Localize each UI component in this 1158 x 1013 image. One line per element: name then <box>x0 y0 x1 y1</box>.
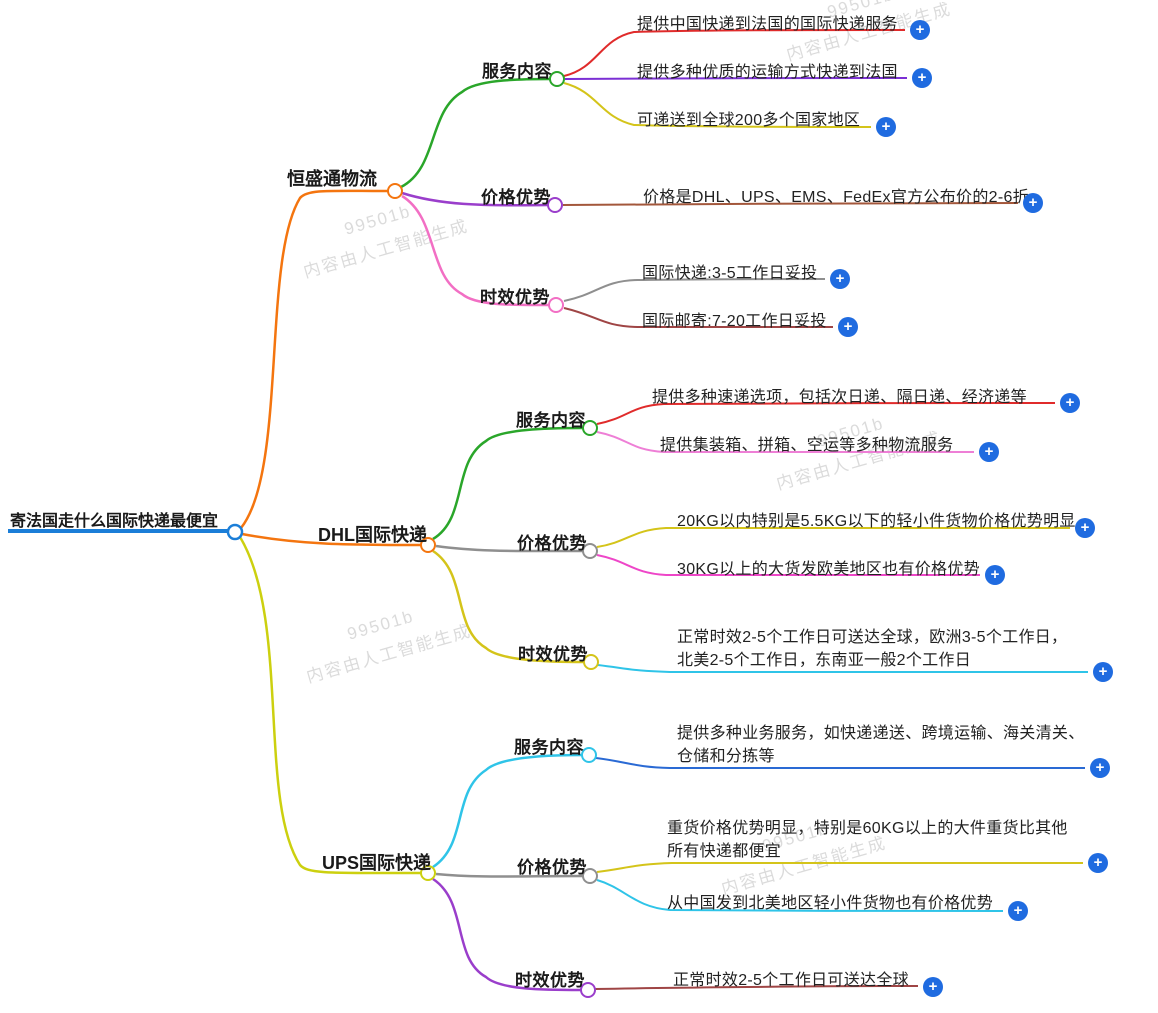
branch-line <box>401 194 550 307</box>
leaf-node[interactable]: 提供多种优质的运输方式快递到法国 <box>637 64 898 81</box>
leaf-node[interactable]: 正常时效2-5个工作日可送达全球，欧洲3-5个工作日， 北美2-5个工作日，东南… <box>677 629 1068 669</box>
node-circle[interactable] <box>549 71 565 87</box>
branch-line <box>240 189 389 529</box>
leaf-node[interactable]: 价格是DHL、UPS、EMS、FedEx官方公布价的2-6折 <box>643 189 1029 206</box>
node-circle[interactable] <box>582 420 598 436</box>
branch-ups-label[interactable]: UPS国际快递 <box>322 853 432 873</box>
leaf-line <box>562 202 1019 206</box>
leaf-node[interactable]: 正常时效2-5个工作日可送达全球 <box>673 972 909 989</box>
expand-button[interactable]: + <box>985 565 1005 585</box>
node-circle[interactable] <box>583 654 599 670</box>
leaf-line <box>596 402 1056 425</box>
dhl-time-label[interactable]: 时效优势 <box>518 645 588 664</box>
node-circle[interactable] <box>580 982 596 998</box>
leaf-line <box>597 664 1088 674</box>
leaf-node[interactable]: 20KG以内特别是5.5KG以下的轻小件货物价格优势明显 <box>677 513 1076 530</box>
branch-line <box>432 549 585 664</box>
leaf-line <box>563 29 906 77</box>
expand-button[interactable]: + <box>923 977 943 997</box>
leaf-node[interactable]: 提供多种业务服务，如快递递送、跨境运输、海关清关、 仓储和分拣等 <box>677 725 1085 765</box>
branch-line <box>241 532 422 547</box>
expand-button[interactable]: + <box>1090 758 1110 778</box>
node-circle[interactable] <box>581 747 597 763</box>
leaf-line <box>596 526 1070 548</box>
dhl-price-label[interactable]: 价格优势 <box>517 534 587 553</box>
ups-time-label[interactable]: 时效优势 <box>515 971 585 990</box>
leaf-node[interactable]: 提供集装箱、拼箱、空运等多种物流服务 <box>660 437 954 454</box>
branch-line <box>400 77 551 189</box>
ups-service-label[interactable]: 服务内容 <box>514 738 584 757</box>
expand-button[interactable]: + <box>876 117 896 137</box>
expand-button[interactable]: + <box>1093 662 1113 682</box>
expand-button[interactable]: + <box>1060 393 1080 413</box>
node-circle[interactable] <box>387 183 403 199</box>
expand-button[interactable]: + <box>838 317 858 337</box>
leaf-line <box>563 82 872 128</box>
branch-line <box>435 872 584 878</box>
root-node-label[interactable]: 寄法国走什么国际快递最便宜 <box>10 513 219 530</box>
ups-price-label[interactable]: 价格优势 <box>517 858 587 877</box>
hst-price-label[interactable]: 价格优势 <box>481 188 551 207</box>
branch-dhl-label[interactable]: DHL国际快递 <box>318 525 427 545</box>
leaf-node[interactable]: 30KG以上的大货发欧美地区也有价格优势 <box>677 561 980 578</box>
branch-line <box>435 544 584 553</box>
expand-button[interactable]: + <box>912 68 932 88</box>
node-circle[interactable] <box>420 865 436 881</box>
node-circle[interactable] <box>548 297 564 313</box>
leaf-node[interactable]: 提供多种速递选项，包括次日递、隔日递、经济递等 <box>652 389 1027 406</box>
node-circle[interactable] <box>582 543 598 559</box>
branch-line <box>238 536 422 875</box>
leaf-line <box>596 431 974 454</box>
leaf-node[interactable]: 从中国发到北美地区轻小件货物也有价格优势 <box>667 895 994 912</box>
dhl-service-label[interactable]: 服务内容 <box>516 411 586 430</box>
leaf-node[interactable]: 国际邮寄:7-20工作日妥投 <box>642 313 827 330</box>
leaf-node[interactable]: 提供中国快递到法国的国际快递服务 <box>637 16 898 33</box>
leaf-line <box>596 879 1004 912</box>
expand-button[interactable]: + <box>1088 853 1108 873</box>
branch-line <box>401 191 549 207</box>
leaf-line <box>563 278 826 302</box>
leaf-line <box>563 307 833 329</box>
branch-line <box>432 426 584 541</box>
expand-button[interactable]: + <box>910 20 930 40</box>
leaf-node[interactable]: 国际快递:3-5工作日妥投 <box>642 265 818 282</box>
hst-time-label[interactable]: 时效优势 <box>480 288 550 307</box>
node-circle[interactable] <box>420 537 436 553</box>
branch-line <box>432 877 582 992</box>
leaf-line <box>594 985 919 990</box>
leaf-node[interactable]: 重货价格优势明显，特别是60KG以上的大件重货比其他 所有快递都便宜 <box>667 820 1068 860</box>
root-node-circle[interactable] <box>226 523 244 541</box>
expand-button[interactable]: + <box>1075 518 1095 538</box>
branch-line <box>432 753 583 869</box>
expand-button[interactable]: + <box>1023 193 1043 213</box>
node-circle[interactable] <box>582 868 598 884</box>
hst-service-label[interactable]: 服务内容 <box>482 62 552 81</box>
leaf-line <box>596 861 1083 873</box>
expand-button[interactable]: + <box>830 269 850 289</box>
leaf-line <box>595 757 1085 770</box>
leaf-line <box>564 77 908 80</box>
expand-button[interactable]: + <box>979 442 999 462</box>
leaf-node[interactable]: 可递送到全球200多个国家地区 <box>637 112 861 129</box>
leaf-line <box>596 554 980 577</box>
expand-button[interactable]: + <box>1008 901 1028 921</box>
node-circle[interactable] <box>547 197 563 213</box>
branch-hengshengtong-label[interactable]: 恒盛通物流 <box>287 169 377 189</box>
